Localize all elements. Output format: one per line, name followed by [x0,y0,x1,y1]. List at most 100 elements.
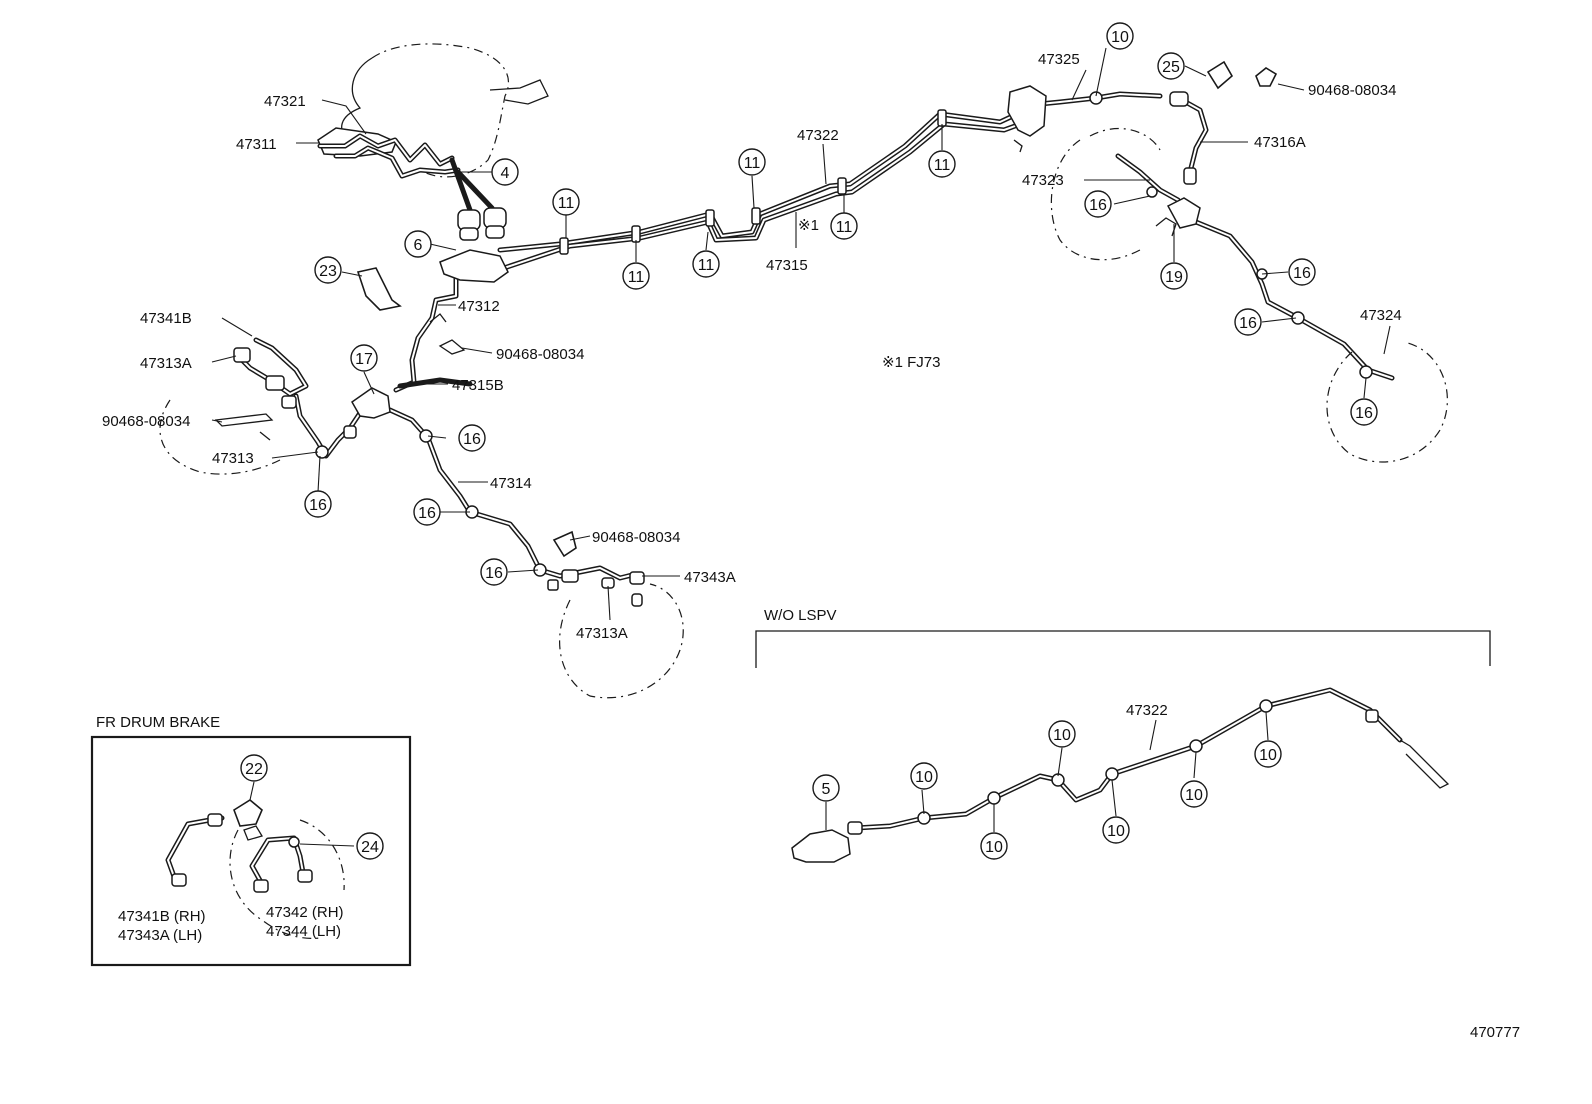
svg-text:11: 11 [628,269,645,286]
label-drum-47342: 47342 (RH) [266,904,344,921]
callout-5: 5 [812,774,840,802]
callout-16-g: 16 [413,498,441,526]
wheel-outlines [159,127,1448,939]
label-drum-47341B: 47341B (RH) [118,908,206,925]
wo-lspv-section [755,630,1491,863]
svg-text:17: 17 [355,351,373,368]
callout-11-b: 11 [622,262,650,290]
svg-text:6: 6 [414,237,423,254]
callouts: 4 6 11 11 11 11 11 11 10 25 16 19 16 16 … [240,22,1378,860]
callout-22: 22 [240,754,268,782]
leader-lines [211,47,1391,847]
svg-text:23: 23 [319,263,337,280]
callout-4: 4 [491,158,519,186]
callout-10-b: 10 [980,832,1008,860]
svg-text:11: 11 [836,219,853,236]
callout-10-d: 10 [1102,816,1130,844]
svg-text:16: 16 [1239,315,1257,332]
svg-text:11: 11 [934,157,951,174]
front-left-caliper [214,347,357,441]
svg-text:11: 11 [744,155,761,172]
svg-text:4: 4 [501,165,510,182]
callout-11-c: 11 [692,250,720,278]
callout-6: 6 [404,230,432,258]
section-fr-drum: FR DRUM BRAKE [96,714,220,731]
label-90468-top: 90468-08034 [1308,82,1396,99]
three-way-joint-rear [1155,197,1201,237]
callout-25: 25 [1157,52,1185,80]
svg-text:16: 16 [418,505,436,522]
label-90468-left: 90468-08034 [102,413,190,430]
three-way-joint-front [351,387,391,419]
callout-23: 23 [314,256,342,284]
label-47322: 47322 [797,127,839,144]
bracket-25-and-clip [1206,60,1278,90]
label-47323: 47323 [1022,172,1064,189]
label-47314: 47314 [490,475,532,492]
label-47321: 47321 [264,93,306,110]
label-90468-mid: 90468-08034 [496,346,584,363]
label-47313: 47313 [212,450,254,467]
callout-19: 19 [1160,262,1188,290]
callout-24: 24 [356,832,384,860]
clip-bottom [552,530,577,558]
svg-text:10: 10 [985,839,1003,856]
label-47325: 47325 [1038,51,1080,68]
rear-wheel-hose-left [1169,91,1197,185]
callout-16-e: 16 [304,490,332,518]
callout-10-c: 10 [1048,720,1076,748]
fr-drum-brake-box [90,735,412,967]
callout-17: 17 [350,344,378,372]
svg-text:16: 16 [463,431,481,448]
pipe-clamps [315,91,1373,577]
page-code: 470777 [1470,1024,1520,1041]
callout-11-e: 11 [830,212,858,240]
callout-16-c: 16 [1234,308,1262,336]
svg-text:25: 25 [1162,59,1180,76]
svg-text:22: 22 [245,761,263,778]
label-47343A: 47343A [684,569,736,586]
svg-text:16: 16 [485,565,503,582]
label-47313A-left: 47313A [140,355,192,372]
svg-text:10: 10 [1259,747,1277,764]
small-clips [429,313,466,355]
svg-text:24: 24 [361,839,379,856]
svg-text:19: 19 [1165,269,1183,286]
svg-text:16: 16 [1293,265,1311,282]
part-labels: 47321 47311 47322 47325 90468-08034 4731… [96,51,1520,1041]
callout-16-h: 16 [480,558,508,586]
label-drum-47343A: 47343A (LH) [118,927,202,944]
proportioning-valve [439,207,509,283]
lspv-valve [1007,85,1047,153]
callout-16-f: 16 [458,424,486,452]
label-47315-mark: ※1 [798,217,819,234]
bracket-23 [356,267,402,311]
svg-text:16: 16 [309,497,327,514]
callout-10-f: 10 [1254,740,1282,768]
callout-10-e: 10 [1180,780,1208,808]
callout-16-b: 16 [1288,258,1316,286]
svg-text:16: 16 [1355,405,1373,422]
svg-text:11: 11 [558,195,575,212]
svg-text:16: 16 [1089,197,1107,214]
label-47311: 47311 [236,136,277,153]
svg-text:10: 10 [1185,787,1203,804]
label-47315B: 47315B [452,377,504,394]
svg-text:11: 11 [698,257,715,274]
svg-text:10: 10 [915,769,933,786]
label-90468-bottom: 90468-08034 [592,529,680,546]
section-wo-lspv: W/O LSPV [764,607,837,624]
label-47324: 47324 [1360,307,1402,324]
callout-16-d: 16 [1350,398,1378,426]
callout-16-a: 16 [1084,190,1112,218]
callout-11-d: 11 [738,148,766,176]
callout-11-a: 11 [552,188,580,216]
front-right-caliper [547,569,645,607]
callout-10-a: 10 [910,762,938,790]
note-fj73: ※1 FJ73 [882,354,940,371]
svg-text:10: 10 [1053,727,1071,744]
label-47312: 47312 [458,298,500,315]
label-47316A: 47316A [1254,134,1306,151]
upper-brake-pipes [235,91,1395,581]
